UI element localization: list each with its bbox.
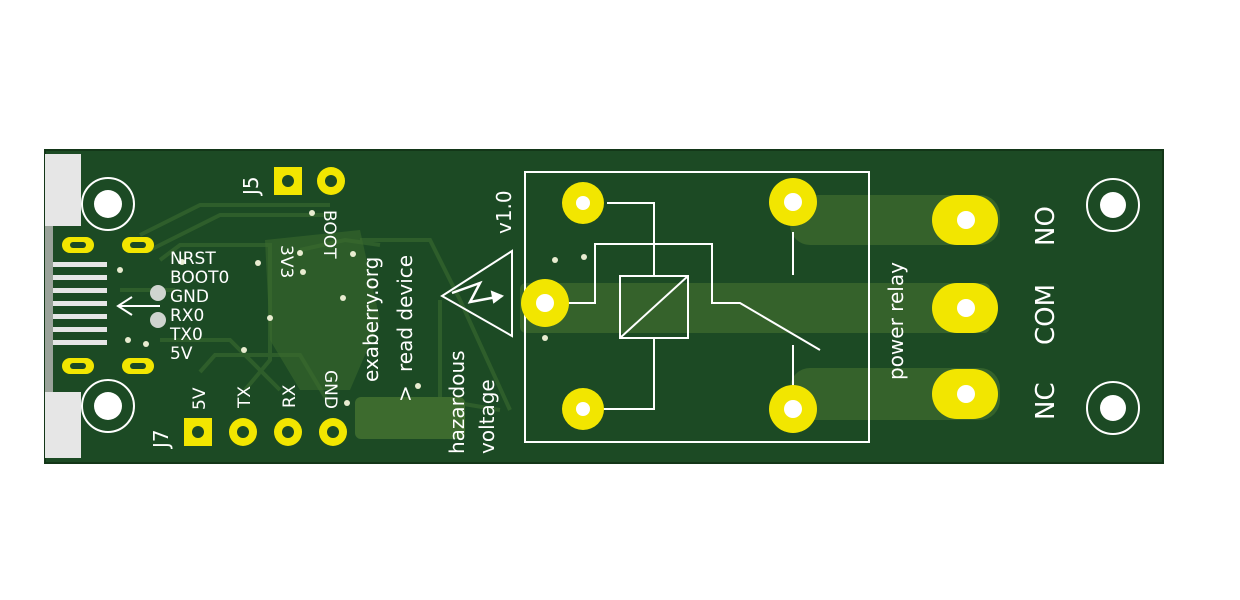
pin-boot-label: BOOT (319, 210, 339, 259)
usb-gnd-label: GND (170, 287, 209, 307)
header-tx-label: TX (235, 386, 255, 409)
j7-header-pads (184, 418, 347, 446)
usb-contacts (45, 262, 107, 345)
terminal-nc-label: NC (1031, 382, 1061, 420)
pin-3v3-label: 3V3 (276, 245, 296, 278)
header-gnd-label: GND (320, 370, 340, 409)
voltage-label: voltage (475, 379, 499, 454)
usb-ground-strip (45, 226, 53, 392)
usb-shell-bottom (45, 392, 81, 458)
header-rx-label: RX (280, 384, 300, 408)
mounting-holes (81, 177, 1140, 435)
relay-pads (521, 178, 817, 433)
j7-label: J7 (149, 429, 173, 450)
usb-boot0-label: BOOT0 (170, 268, 229, 288)
test-pads (150, 285, 166, 328)
version-label: v1.0 (492, 190, 516, 234)
vias (117, 210, 587, 406)
hazardous-label: hazardous (445, 350, 469, 454)
j5-header-pads (274, 167, 345, 195)
terminal-pads (932, 195, 998, 419)
read-device-label: read device (393, 255, 417, 372)
usb-tx0-label: TX0 (169, 325, 203, 345)
terminal-no-label: NO (1031, 206, 1061, 246)
j5-label: J5 (239, 176, 263, 197)
usb-nrst-label: NRST (170, 249, 216, 269)
usb-5v-label: 5V (170, 344, 193, 364)
usb-arrow-icon (116, 296, 160, 316)
usb-shield-pads (62, 237, 154, 374)
website-label: exaberry.org (359, 257, 383, 382)
high-voltage-warning-icon (440, 249, 513, 338)
header-5v-label: 5V (190, 387, 210, 410)
read-device-arrow: > (393, 385, 417, 402)
power-relay-label: power relay (884, 262, 908, 380)
usb-rx0-label: RX0 (170, 306, 204, 326)
usb-shell-top (45, 154, 81, 226)
terminal-com-label: COM (1031, 284, 1061, 345)
